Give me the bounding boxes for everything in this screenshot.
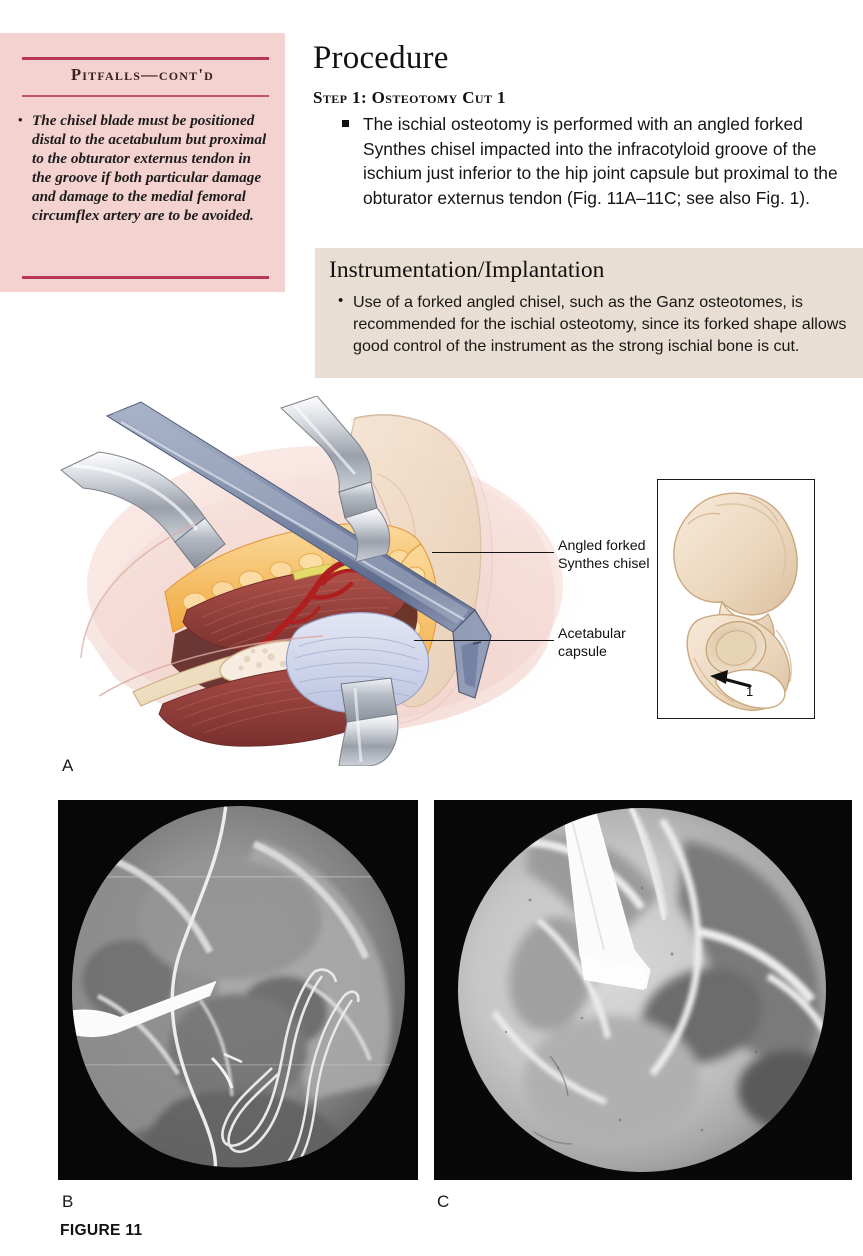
radiograph-panel-b [58, 800, 418, 1180]
step-heading: Step 1: Osteotomy Cut 1 [313, 88, 506, 107]
panel-letter-a: A [62, 756, 74, 775]
surgical-illustration-panel-a [55, 396, 615, 766]
instrumentation-list-item: • Use of a forked angled chisel, such as… [337, 292, 847, 357]
instrumentation-list: • Use of a forked angled chisel, such as… [337, 292, 847, 357]
bullet-icon: • [18, 112, 23, 127]
page-title: Procedure [313, 40, 449, 76]
callout-acetabular-capsule: Acetabular capsule [558, 626, 626, 660]
step-item-text: The ischial osteotomy is performed with … [363, 114, 838, 208]
instrumentation-box: Instrumentation/Implantation • Use of a … [315, 248, 863, 378]
figure-caption: FIGURE 11 [60, 1222, 143, 1239]
callout-angled-forked-synthes-chisel: Angled forked Synthes chisel [558, 538, 650, 572]
inset-marker-label: 1 [746, 684, 753, 699]
pitfalls-item-text: The chisel blade must be positioned dist… [32, 112, 267, 225]
inset-pelvis-diagram: 1 [657, 479, 815, 719]
instrumentation-item-text: Use of a forked angled chisel, such as t… [353, 293, 847, 355]
pitfalls-rule-bottom [22, 276, 269, 279]
pitfalls-rule-middle [22, 95, 269, 97]
radiograph-panel-c [434, 800, 852, 1180]
pitfalls-list-item: • The chisel blade must be positioned di… [18, 111, 270, 226]
leader-line-capsule [414, 640, 554, 642]
step-list-item: The ischial osteotomy is performed with … [340, 112, 852, 210]
bullet-icon: • [338, 292, 344, 309]
panel-letter-b: B [62, 1192, 74, 1211]
square-bullet-icon [342, 120, 349, 127]
pitfalls-rule-top [22, 57, 269, 60]
pitfalls-box: Pitfalls—cont'd • The chisel blade must … [0, 33, 285, 292]
instrumentation-heading: Instrumentation/Implantation [329, 257, 605, 283]
pitfalls-list: • The chisel blade must be positioned di… [18, 111, 270, 226]
leader-line-chisel [432, 552, 554, 554]
step-list: The ischial osteotomy is performed with … [340, 112, 852, 210]
pitfalls-heading: Pitfalls—cont'd [71, 65, 214, 84]
panel-letter-c: C [437, 1192, 450, 1211]
